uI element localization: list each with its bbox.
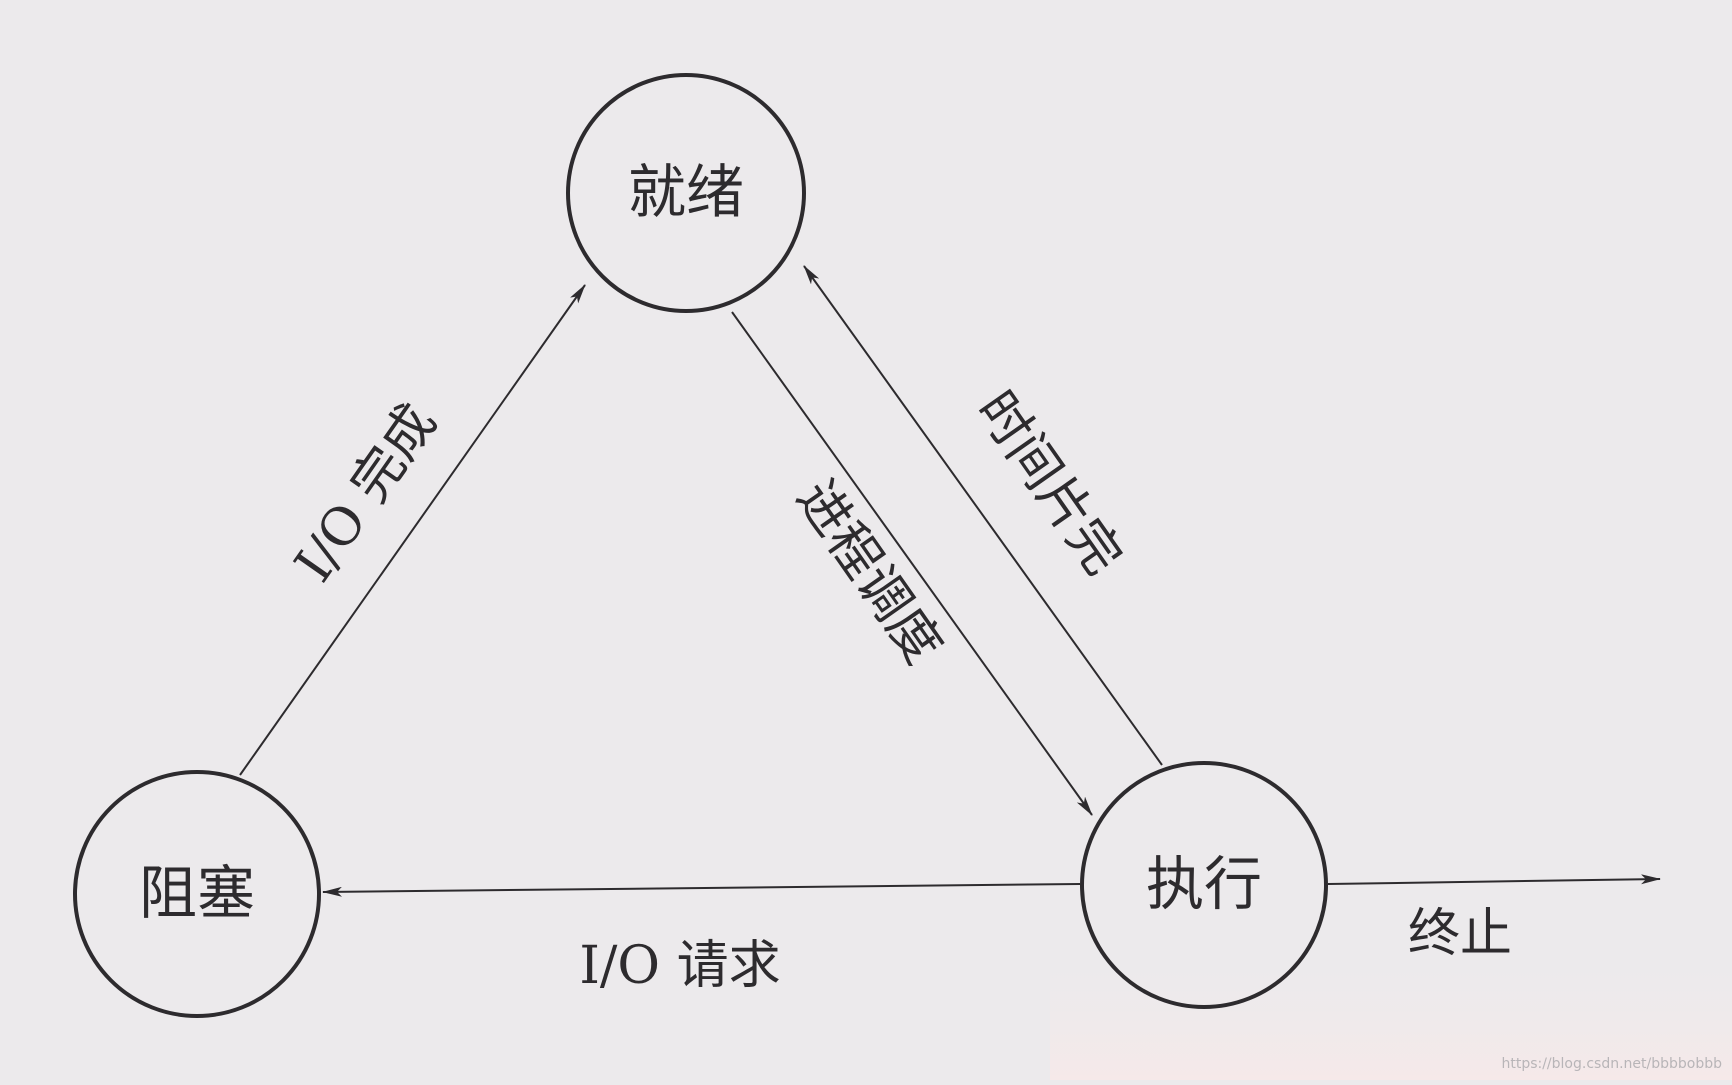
dispatch-label: 进程调度 xyxy=(785,470,953,675)
terminate-arrow xyxy=(1327,874,1661,885)
ready-state-label: 就绪 xyxy=(628,158,744,226)
ready-state-circle xyxy=(566,73,806,313)
blocked-state-label: 阻塞 xyxy=(139,859,255,927)
dispatch-arrow xyxy=(731,311,1093,816)
io-complete-arrow xyxy=(239,284,586,776)
io-complete-label: I/O 完成 xyxy=(284,394,449,593)
background-tint xyxy=(1050,940,1732,1080)
timeout-label: 时间片完 xyxy=(965,381,1133,586)
watermark-text: https://blog.csdn.net/bbbbobbb xyxy=(1501,1056,1722,1072)
io-request-arrow xyxy=(322,883,1081,897)
timeout-arrow xyxy=(803,265,1163,766)
running-state-label: 执行 xyxy=(1146,850,1262,918)
blocked-state-circle xyxy=(73,770,321,1018)
running-state-circle xyxy=(1080,761,1328,1009)
io-request-label: I/O 请求 xyxy=(579,936,780,996)
terminate-label: 终止 xyxy=(1408,904,1512,964)
